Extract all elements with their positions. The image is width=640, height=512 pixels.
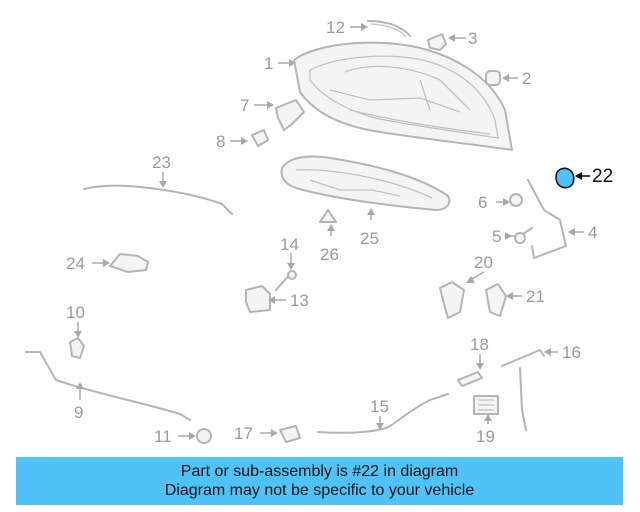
callout-8: 8 xyxy=(216,132,225,151)
part-22-highlighted xyxy=(555,167,575,189)
callout-7: 7 xyxy=(240,96,249,115)
callout-labels: 12 3 1 2 7 8 23 22 6 5 4 25 26 14 24 20 … xyxy=(66,18,613,446)
part-24-bracket xyxy=(109,253,149,273)
callout-25: 25 xyxy=(360,229,379,248)
part-21-latch xyxy=(485,283,507,317)
part-20-latch xyxy=(439,281,465,319)
callout-13: 13 xyxy=(290,291,309,310)
part-12-weatherstrip xyxy=(367,20,411,38)
callout-5: 5 xyxy=(492,227,501,246)
banner-line-2: Diagram may not be specific to your vehi… xyxy=(164,482,475,499)
part-25-insulator xyxy=(280,155,451,211)
part-11-nut xyxy=(196,428,212,444)
callout-18: 18 xyxy=(470,335,489,354)
callout-6: 6 xyxy=(478,193,487,212)
callout-26: 26 xyxy=(320,245,339,264)
callout-1: 1 xyxy=(264,54,273,73)
part-6-cushion xyxy=(509,193,523,207)
callout-10: 10 xyxy=(66,303,85,322)
callout-24: 24 xyxy=(66,254,85,273)
part-23-prop-rod xyxy=(83,184,233,215)
part-5-bolt xyxy=(514,227,533,244)
part-8-clip xyxy=(251,129,269,147)
part-19-striker xyxy=(473,395,499,415)
callout-2: 2 xyxy=(522,69,531,88)
part-3-bumper xyxy=(427,33,447,51)
callout-9: 9 xyxy=(74,403,83,422)
callout-3: 3 xyxy=(468,29,477,48)
callout-14: 14 xyxy=(280,235,299,254)
part-2-bumper xyxy=(485,70,501,86)
callout-12: 12 xyxy=(326,18,345,37)
callout-19: 19 xyxy=(476,427,495,446)
part-26-clip xyxy=(319,209,337,223)
leader-lines xyxy=(74,23,590,440)
part-18-bumper xyxy=(457,371,483,387)
callout-4: 4 xyxy=(588,223,597,242)
callout-15: 15 xyxy=(370,397,389,416)
part-13-hinge xyxy=(245,285,271,313)
part-17-grommet xyxy=(279,425,301,443)
part-10-sensor xyxy=(69,337,85,359)
part-9-release-cable xyxy=(25,351,191,421)
part-16-rod xyxy=(501,349,545,431)
part-7-pad xyxy=(275,99,305,131)
part-14-bolt xyxy=(275,270,297,291)
part-1-hood xyxy=(293,41,513,151)
callout-23: 23 xyxy=(152,153,171,172)
callout-16: 16 xyxy=(562,343,581,362)
callout-22: 22 xyxy=(592,166,613,187)
callout-21: 21 xyxy=(526,287,545,306)
callout-11: 11 xyxy=(154,427,172,446)
info-banner: Part or sub-assembly is #22 in diagram D… xyxy=(16,457,623,505)
part-15-cable xyxy=(317,393,449,434)
part-4-hinge xyxy=(527,179,567,259)
banner-line-1: Part or sub-assembly is #22 in diagram xyxy=(180,463,459,480)
callout-20: 20 xyxy=(474,253,493,272)
callout-17: 17 xyxy=(234,424,253,443)
